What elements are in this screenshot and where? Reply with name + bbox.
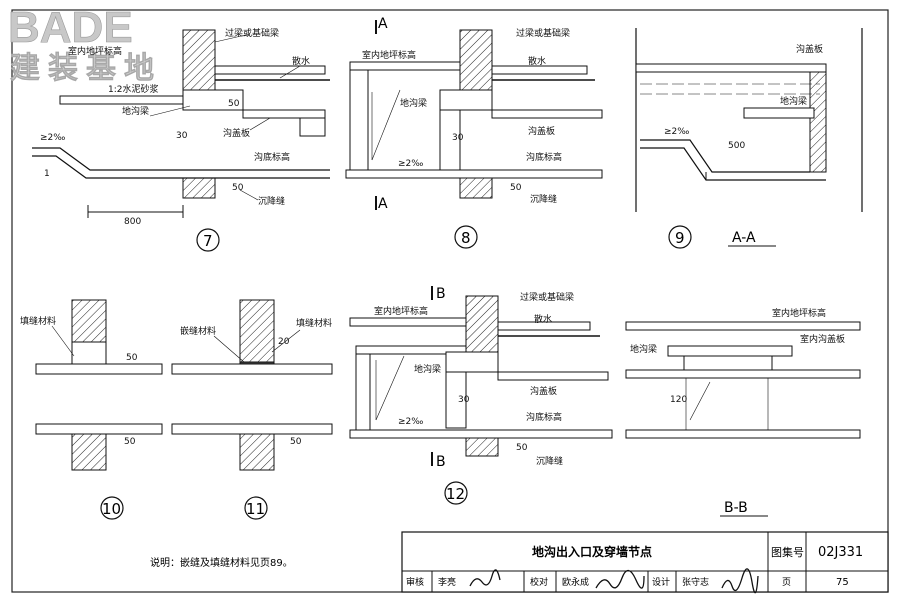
label-trench-beam: 地沟梁 xyxy=(122,105,149,117)
label-floor-level: 室内地坪标高 xyxy=(68,45,122,57)
svg-text:李亮: 李亮 xyxy=(438,576,456,588)
svg-text:30: 30 xyxy=(452,133,464,143)
svg-text:沟底标高: 沟底标高 xyxy=(526,151,562,163)
detail-number-9: 9 xyxy=(675,229,685,247)
svg-text:沟底标高: 沟底标高 xyxy=(526,411,562,423)
svg-text:室内地坪标高: 室内地坪标高 xyxy=(362,49,416,61)
svg-text:≥2‰: ≥2‰ xyxy=(398,417,423,427)
label-mortar: 1:2水泥砂浆 xyxy=(108,83,159,95)
note-text: 说明：嵌缝及填缝材料见页89。 xyxy=(150,556,293,569)
detail-number-11: 11 xyxy=(246,500,265,518)
svg-text:50: 50 xyxy=(126,353,138,363)
svg-text:沉降缝: 沉降缝 xyxy=(536,455,563,467)
svg-text:室内沟盖板: 室内沟盖板 xyxy=(800,333,845,345)
label-apron: 散水 xyxy=(292,55,310,67)
svg-text:散水: 散水 xyxy=(528,55,546,67)
svg-text:沟盖板: 沟盖板 xyxy=(530,385,557,397)
logo: BADE 建装基地 xyxy=(8,3,162,86)
svg-text:B: B xyxy=(436,286,446,302)
signature-check xyxy=(595,569,645,589)
svg-text:地沟梁: 地沟梁 xyxy=(630,343,657,355)
section-title-bb: B-B xyxy=(724,500,748,516)
svg-text:欧永成: 欧永成 xyxy=(562,576,589,588)
svg-text:50: 50 xyxy=(516,443,528,453)
svg-text:填缝材料: 填缝材料 xyxy=(296,317,332,329)
svg-text:页: 页 xyxy=(782,577,791,588)
detail-number-12: 12 xyxy=(446,485,465,503)
atlas-label: 图集号 xyxy=(771,545,804,559)
logo-chinese: 建装基地 xyxy=(10,52,162,85)
detail-10: 填缝材料 50 50 10 xyxy=(20,299,163,520)
dim-slope: ≥2‰ xyxy=(40,133,65,143)
signature-review xyxy=(469,569,501,587)
svg-text:≥2‰: ≥2‰ xyxy=(664,127,689,137)
svg-text:张守志: 张守志 xyxy=(682,576,709,588)
atlas-number: 02J331 xyxy=(818,545,863,560)
svg-text:≥2‰: ≥2‰ xyxy=(398,159,423,169)
svg-text:20: 20 xyxy=(278,337,290,347)
svg-text:填缝材料: 填缝材料 xyxy=(20,315,56,327)
svg-text:校对: 校对 xyxy=(530,576,548,588)
section-mark-a-top: A xyxy=(378,16,388,32)
svg-text:地沟梁: 地沟梁 xyxy=(414,363,441,375)
svg-text:30: 30 xyxy=(458,395,470,405)
svg-text:地沟梁: 地沟梁 xyxy=(780,95,807,107)
svg-text:50: 50 xyxy=(510,183,522,193)
detail-12: B B 室内地坪标高 过梁或基础梁 散水 地沟梁 沟盖板 沟底标高 沉降缝 30… xyxy=(349,286,613,505)
apron-slab xyxy=(214,65,326,75)
svg-text:过梁或基础梁: 过梁或基础梁 xyxy=(516,27,570,39)
detail-8: A A 室内地坪标高 过梁或基础梁 散水 地沟梁 沟盖板 沟底标高 沉降缝 30… xyxy=(345,16,603,249)
detail-number-7: 7 xyxy=(203,232,213,250)
dim-ratio: 1 xyxy=(44,169,50,179)
svg-text:审核: 审核 xyxy=(406,576,424,588)
detail-number-8: 8 xyxy=(461,229,471,247)
svg-text:地沟梁: 地沟梁 xyxy=(400,97,427,109)
detail-9: 沟盖板 地沟梁 500 ≥2‰ 9 A-A xyxy=(635,28,863,249)
svg-text:散水: 散水 xyxy=(534,313,552,325)
label-cover-plate: 沟盖板 xyxy=(223,127,250,139)
title-block: 地沟出入口及穿墙节点 图集号 02J331 审核 李亮 校对 欧永成 设计 张守… xyxy=(401,531,889,594)
svg-text:120: 120 xyxy=(670,395,687,405)
svg-text:室内地坪标高: 室内地坪标高 xyxy=(374,305,428,317)
svg-text:过梁或基础梁: 过梁或基础梁 xyxy=(520,291,574,303)
dim-50a: 50 xyxy=(228,99,240,109)
page-number: 75 xyxy=(836,577,849,588)
cover-plate xyxy=(242,109,326,119)
section-title-aa: A-A xyxy=(732,230,756,246)
svg-text:50: 50 xyxy=(124,437,136,447)
svg-text:500: 500 xyxy=(728,141,745,151)
svg-text:室内地坪标高: 室内地坪标高 xyxy=(772,307,826,319)
svg-text:沟盖板: 沟盖板 xyxy=(528,125,555,137)
dim-30: 30 xyxy=(176,131,188,141)
section-mark-a-bottom: A xyxy=(378,196,388,212)
sheet-title: 地沟出入口及穿墙节点 xyxy=(532,544,652,559)
detail-7: 过梁或基础梁 散水 室内地坪标高 地沟梁 沟盖板 沟底标高 沉降缝 1:2水泥砂… xyxy=(32,27,330,252)
label-lintel: 过梁或基础梁 xyxy=(225,27,279,39)
detail-bb: 室内地坪标高 地沟梁 室内沟盖板 120 B-B xyxy=(625,307,861,517)
label-settlement-joint: 沉降缝 xyxy=(258,195,285,207)
trench-beam xyxy=(182,89,244,111)
detail-11: 嵌缝材料 填缝材料 20 50 11 xyxy=(171,299,333,520)
svg-text:沉降缝: 沉降缝 xyxy=(530,193,557,205)
svg-text:沟盖板: 沟盖板 xyxy=(796,43,823,55)
detail-number-10: 10 xyxy=(102,500,121,518)
svg-text:B: B xyxy=(436,454,446,470)
svg-text:嵌缝材料: 嵌缝材料 xyxy=(180,325,216,337)
svg-text:50: 50 xyxy=(290,437,302,447)
label-trench-bottom: 沟底标高 xyxy=(254,151,290,163)
svg-text:设计: 设计 xyxy=(652,576,670,588)
logo-latin: BADE xyxy=(8,3,133,52)
dim-800: 800 xyxy=(124,217,141,227)
dim-50b: 50 xyxy=(232,183,244,193)
signature-design xyxy=(721,568,759,594)
